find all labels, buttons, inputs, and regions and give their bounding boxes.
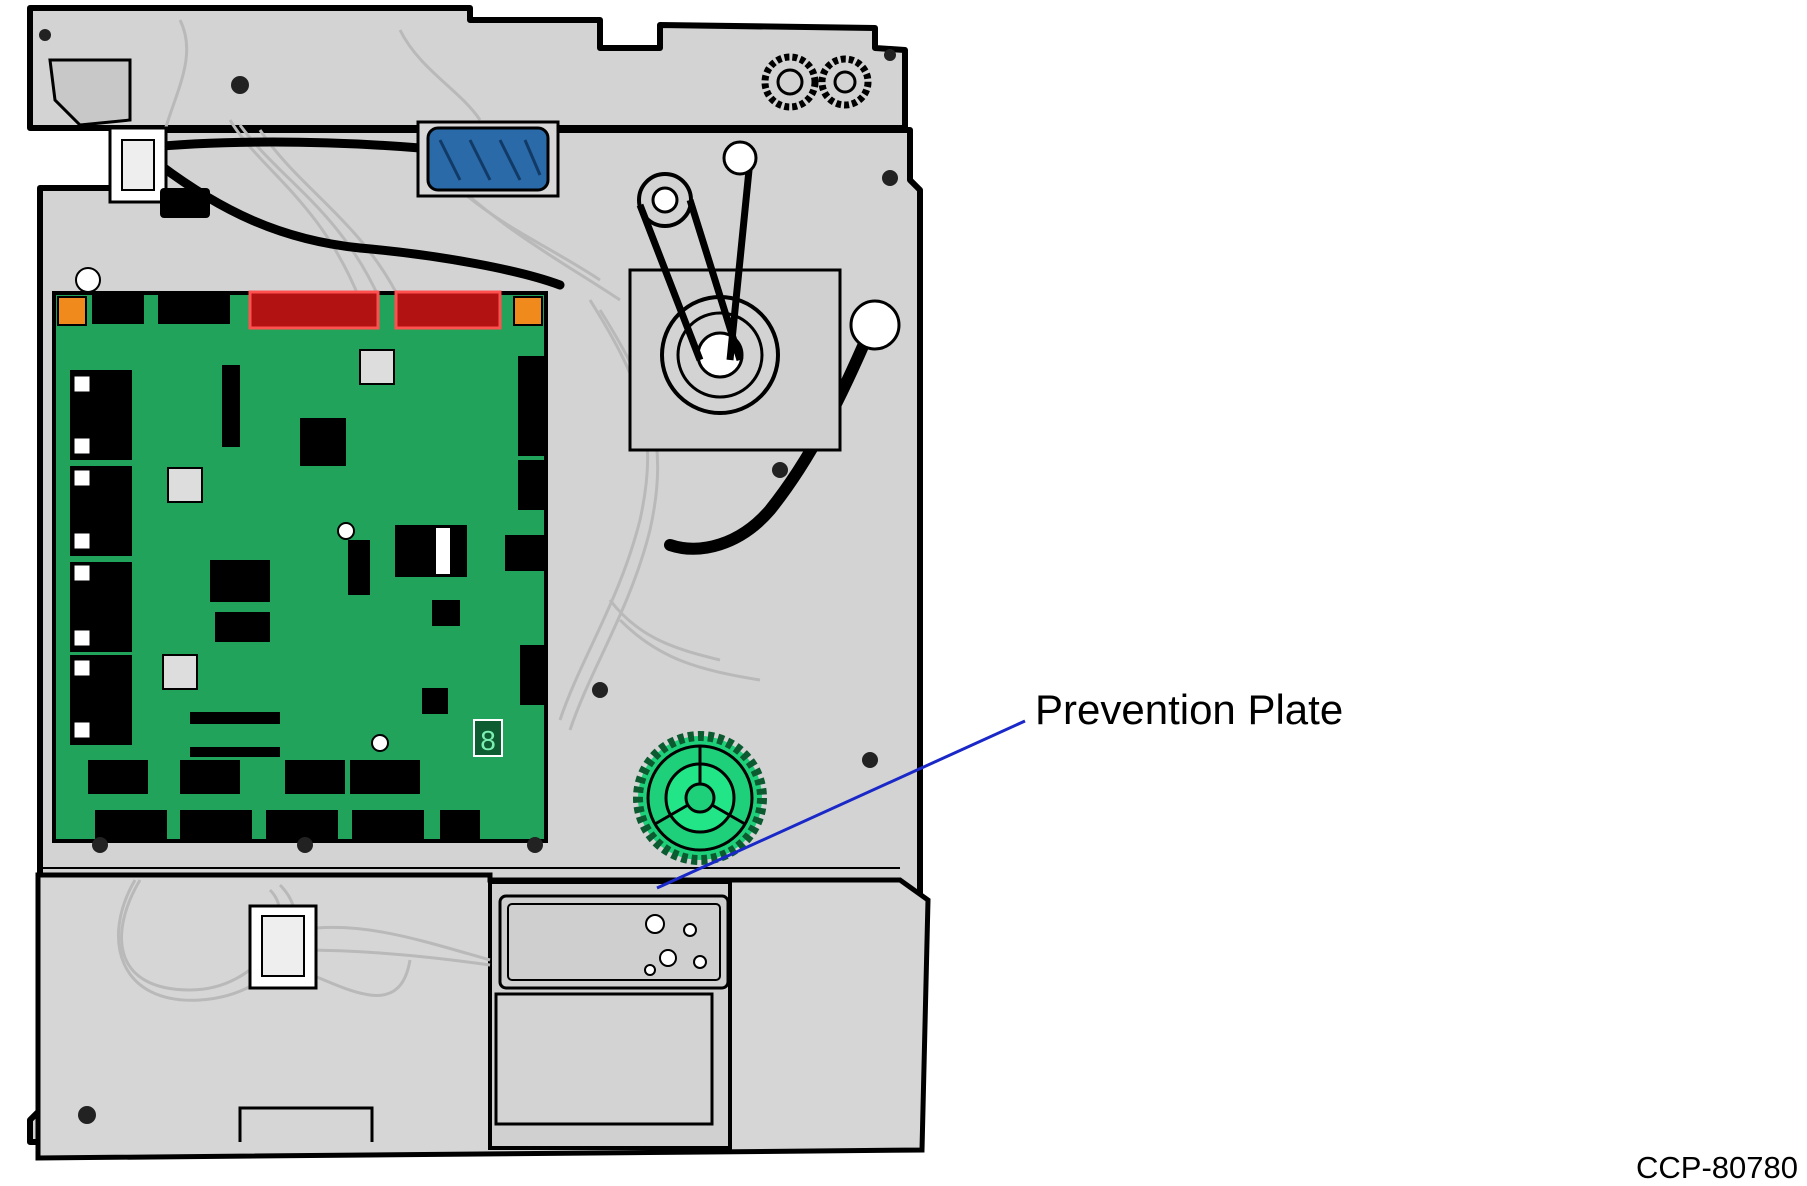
prevention-plate-inner <box>507 903 721 981</box>
top-gear <box>761 53 872 111</box>
control-pcb: 8 <box>52 290 548 843</box>
green-gear <box>633 731 767 865</box>
harness-clamp <box>248 904 318 990</box>
drive-mechanism <box>628 140 842 452</box>
mounting-hole <box>39 29 898 1124</box>
callout-label: Prevention Plate <box>1035 686 1344 733</box>
bracket-flange <box>48 58 132 127</box>
figure-code: CCP-80780 <box>1636 1150 1798 1185</box>
display-digit: 8 <box>480 725 496 756</box>
solenoid <box>416 120 560 198</box>
prevention-plate <box>498 894 730 990</box>
connector-highlight <box>248 290 380 330</box>
tray-notch <box>238 1106 374 1142</box>
cable-clamp <box>108 126 210 218</box>
seven-segment-display: 8 <box>473 719 503 757</box>
connector-highlight <box>394 290 502 330</box>
lower-cover-panel <box>494 992 714 1126</box>
plate-label-icon <box>644 914 707 976</box>
chassis-hole <box>75 267 101 293</box>
standoff <box>57 296 87 326</box>
lower-tray <box>35 872 931 1161</box>
callout-leader-line <box>656 719 1026 890</box>
black-cable <box>135 137 876 555</box>
chassis-hole <box>849 299 901 351</box>
standoff <box>513 296 543 326</box>
